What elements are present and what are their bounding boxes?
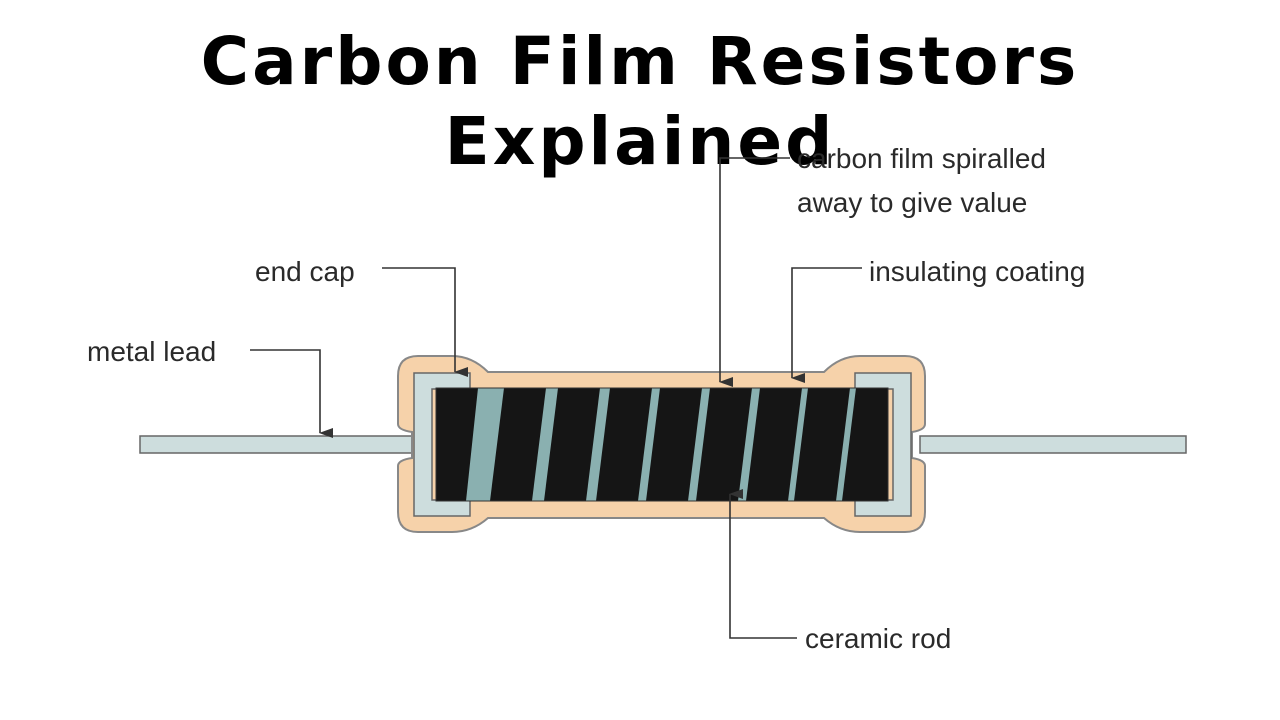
leader-ceramic-rod: [729, 489, 797, 639]
label-carbon-film-line2: away to give value: [797, 187, 1027, 218]
leader-carbon-film: [719, 157, 790, 387]
label-metal-lead: metal lead: [87, 336, 216, 367]
carbon-film-spiral: [436, 388, 888, 501]
leader-lines: [250, 157, 862, 639]
label-insulating-coating: insulating coating: [869, 256, 1085, 287]
page-title: Carbon Film Resistors Explained: [200, 23, 1080, 180]
leader-metal-lead: [250, 349, 333, 438]
metal-lead-right: [919, 435, 1187, 454]
leader-insulating-coating: [791, 267, 862, 383]
label-carbon-film-line1: carbon film spiralled: [797, 143, 1046, 174]
leader-end-cap: [382, 267, 468, 377]
label-ceramic-rod: ceramic rod: [805, 623, 951, 654]
label-end-cap: end cap: [255, 256, 355, 287]
metal-lead-left: [139, 435, 413, 454]
